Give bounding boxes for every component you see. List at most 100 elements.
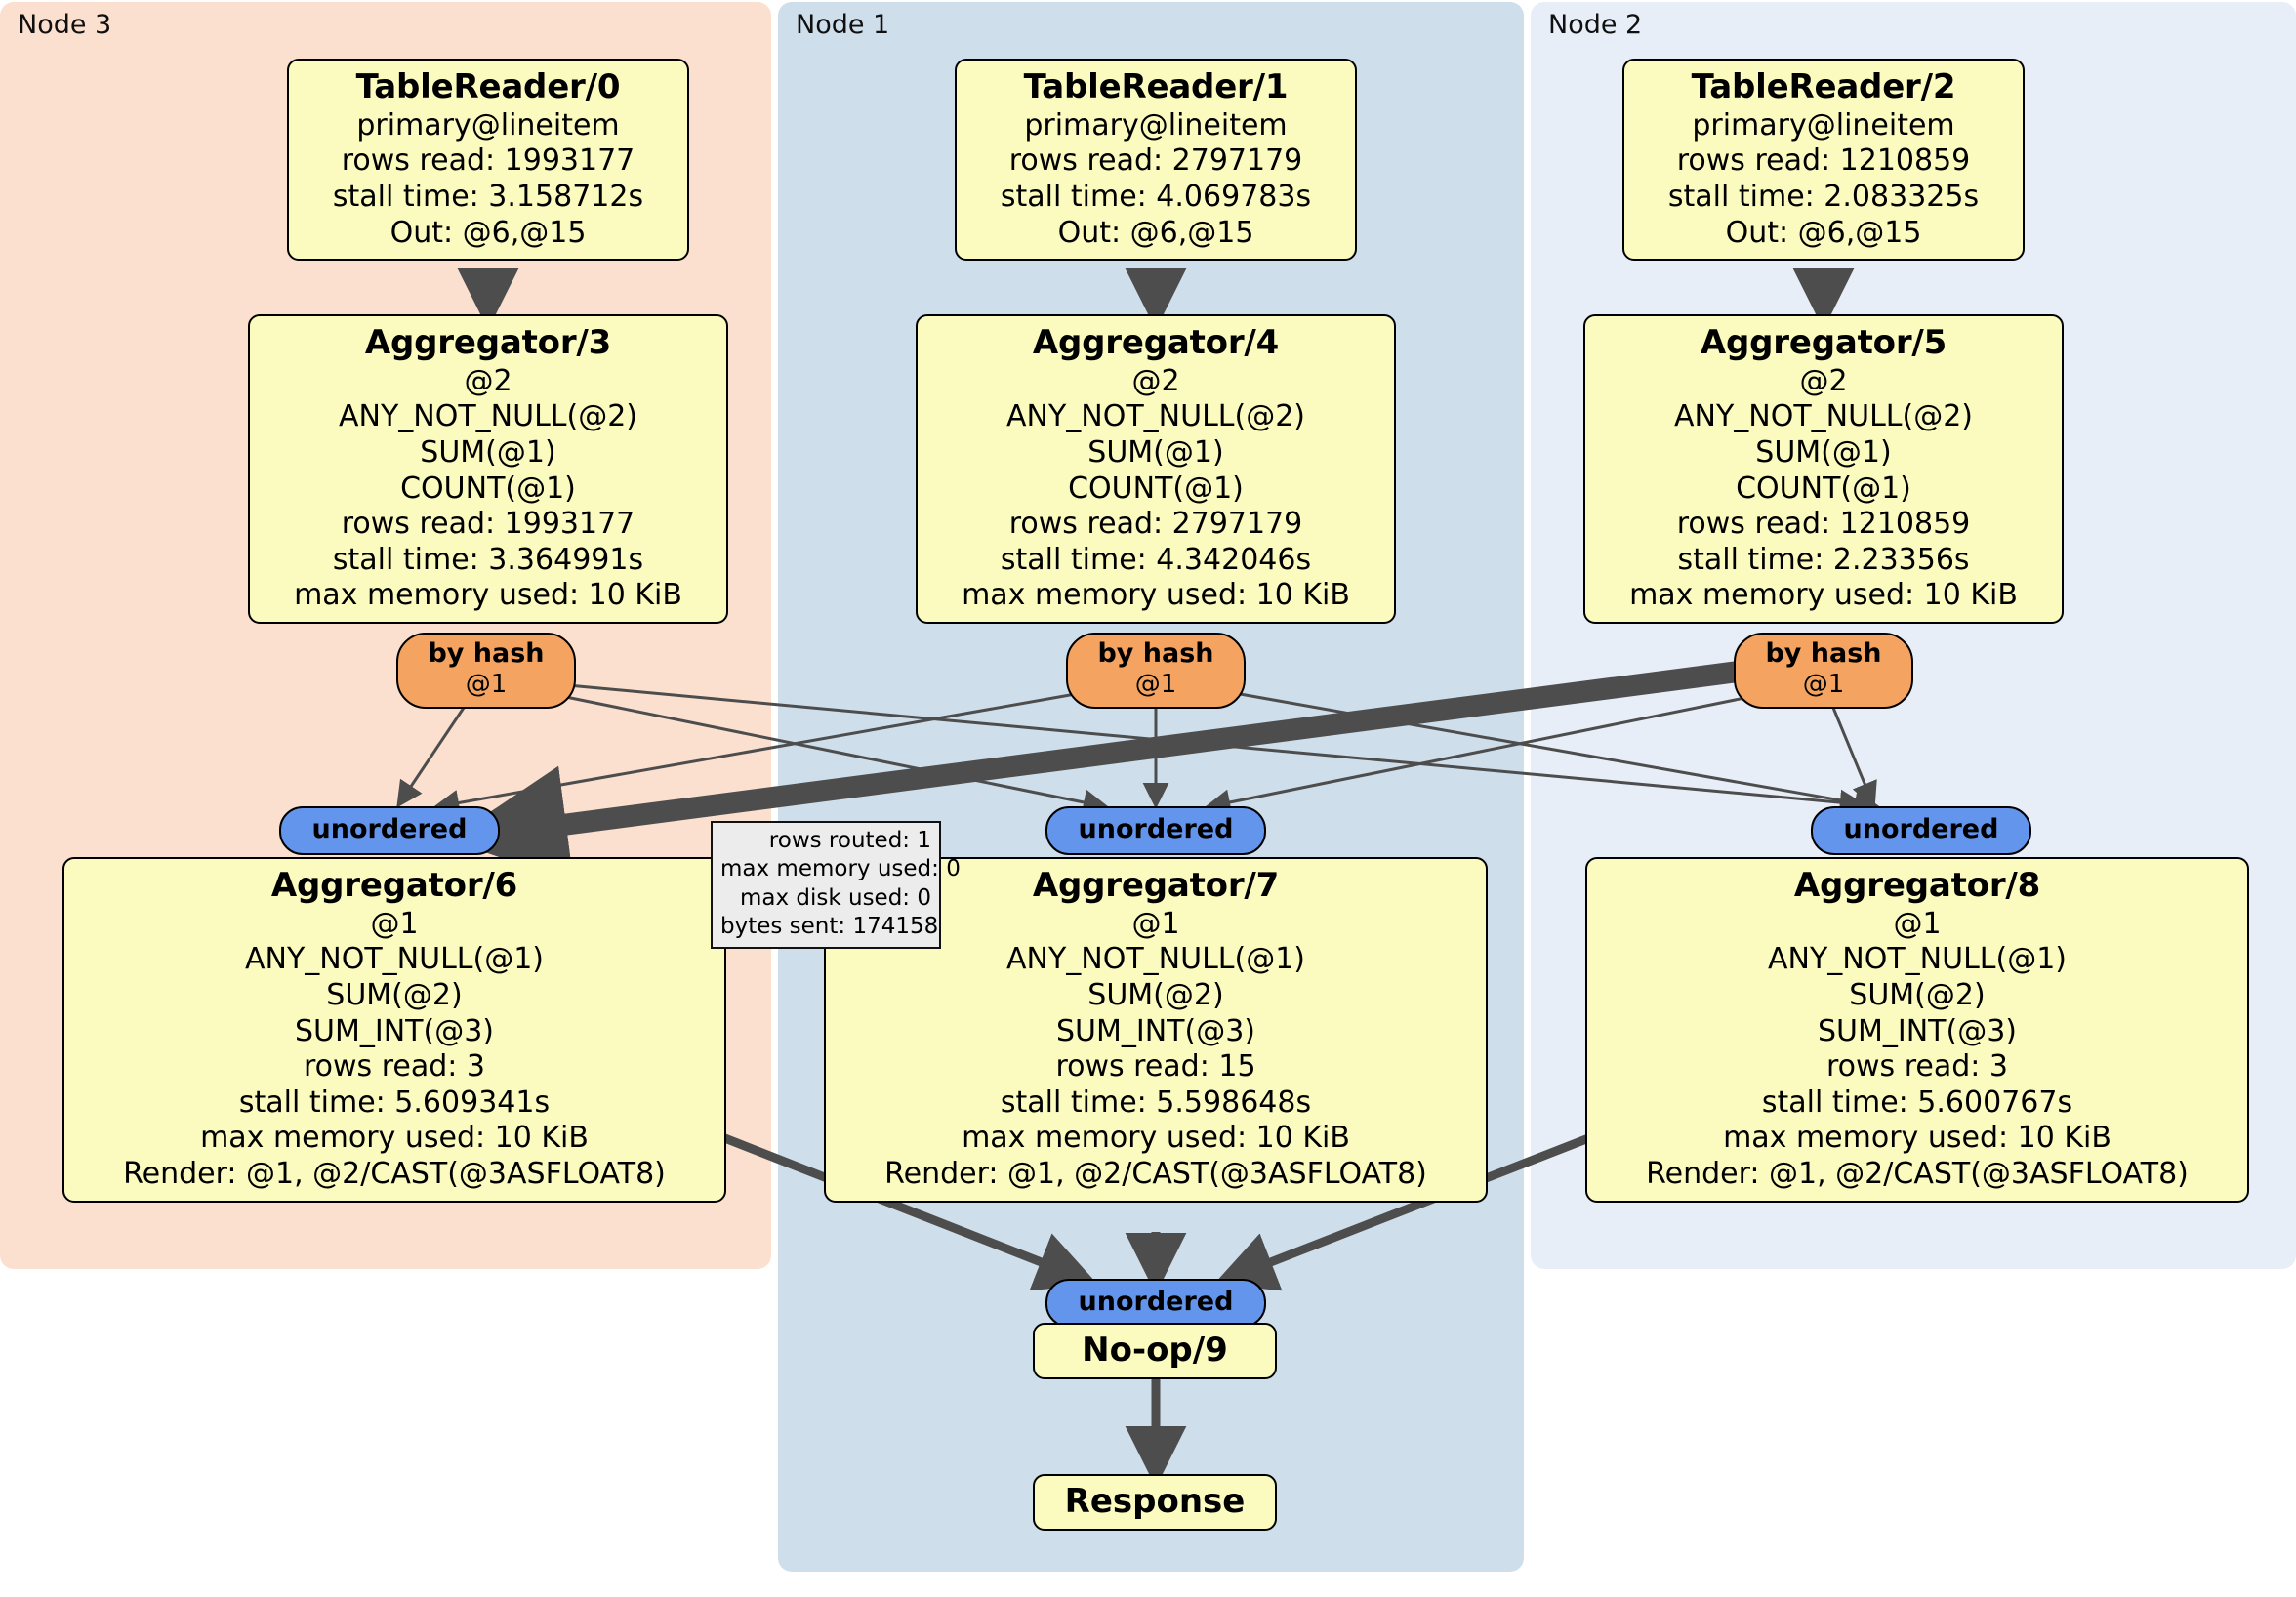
processor-detail-max-memory: max memory used: 10 KiB bbox=[1629, 578, 2018, 613]
stat-max-memory-used: max memory used: 0 bbox=[720, 856, 961, 882]
processor-detail-rows-read: rows read: 2797179 bbox=[1008, 143, 1303, 179]
processor-detail-agg-2: SUM(@2) bbox=[1849, 978, 1986, 1013]
processor-detail-agg-3: COUNT(@1) bbox=[1736, 471, 1911, 506]
processor-detail-agg-3: COUNT(@1) bbox=[400, 471, 576, 506]
processor-aggregator-4[interactable]: Aggregator/4 @2 ANY_NOT_NULL(@2) SUM(@1)… bbox=[916, 314, 1396, 624]
processor-detail-rows-read: rows read: 1210859 bbox=[1676, 143, 1971, 179]
processor-title: Aggregator/6 bbox=[270, 866, 518, 905]
processor-aggregator-3[interactable]: Aggregator/3 @2 ANY_NOT_NULL(@2) SUM(@1)… bbox=[248, 314, 728, 624]
processor-aggregator-5[interactable]: Aggregator/5 @2 ANY_NOT_NULL(@2) SUM(@1)… bbox=[1583, 314, 2064, 624]
processor-detail-stall-time: stall time: 4.069783s bbox=[1000, 180, 1312, 215]
processor-detail-agg-3: COUNT(@1) bbox=[1068, 471, 1244, 506]
cluster-label-node-1: Node 1 bbox=[796, 10, 890, 40]
router-by-hash-node-3[interactable]: by hash @1 bbox=[396, 633, 576, 709]
response-label: Response bbox=[1064, 1482, 1246, 1521]
processor-detail-agg-1: ANY_NOT_NULL(@2) bbox=[339, 399, 637, 434]
synchronizer-label: unordered bbox=[1078, 1287, 1234, 1317]
processor-detail-stall-time: stall time: 3.158712s bbox=[332, 180, 644, 215]
processor-detail-max-memory: max memory used: 10 KiB bbox=[200, 1121, 589, 1156]
processor-detail-agg-2: SUM(@1) bbox=[420, 435, 556, 471]
processor-detail-table: primary@lineitem bbox=[1692, 107, 1955, 143]
processor-title: TableReader/2 bbox=[1691, 67, 1956, 106]
processor-detail-rows-read: rows read: 15 bbox=[1055, 1049, 1256, 1085]
processor-detail-max-memory: max memory used: 10 KiB bbox=[962, 1121, 1350, 1156]
processor-title: Aggregator/8 bbox=[1793, 866, 2041, 905]
synchronizer-label: unordered bbox=[311, 814, 468, 844]
router-column: @1 bbox=[465, 670, 508, 700]
processor-detail-agg-1: ANY_NOT_NULL(@2) bbox=[1674, 399, 1973, 434]
processor-tablereader-1[interactable]: TableReader/1 primary@lineitem rows read… bbox=[955, 59, 1357, 262]
stat-bytes-sent: bytes sent: 174158 bbox=[720, 914, 939, 940]
processor-detail-rows-read: rows read: 1993177 bbox=[341, 143, 636, 179]
stat-max-disk-used: max disk used: 0 bbox=[739, 884, 931, 911]
processor-title: Aggregator/3 bbox=[364, 323, 612, 362]
processor-detail-group: @1 bbox=[370, 906, 419, 941]
processor-detail-rows-read: rows read: 3 bbox=[303, 1049, 486, 1085]
synchronizer-unordered-node-3[interactable]: unordered bbox=[279, 806, 500, 856]
processor-detail-stall-time: stall time: 5.609341s bbox=[238, 1085, 551, 1120]
processor-detail-group: @1 bbox=[1893, 906, 1942, 941]
processor-detail-agg-3: SUM_INT(@3) bbox=[1818, 1013, 2017, 1048]
processor-detail-max-memory: max memory used: 10 KiB bbox=[294, 578, 682, 613]
processor-title: TableReader/0 bbox=[355, 67, 621, 106]
processor-detail-rows-read: rows read: 3 bbox=[1825, 1049, 2009, 1085]
processor-detail-agg-2: SUM(@2) bbox=[326, 978, 463, 1013]
synchronizer-unordered-final[interactable]: unordered bbox=[1046, 1279, 1266, 1329]
no-op-label: No-op/9 bbox=[1082, 1331, 1228, 1370]
processor-detail-stall-time: stall time: 2.23356s bbox=[1677, 542, 1970, 577]
processor-detail-agg-3: SUM_INT(@3) bbox=[1056, 1013, 1255, 1048]
processor-detail-table: primary@lineitem bbox=[356, 107, 620, 143]
stream-stats-tooltip: rows routed: 1 max memory used: 0 max di… bbox=[711, 821, 961, 949]
processor-detail-stall-time: stall time: 3.364991s bbox=[332, 542, 644, 577]
processor-tablereader-2[interactable]: TableReader/2 primary@lineitem rows read… bbox=[1622, 59, 2025, 262]
processor-title: Aggregator/5 bbox=[1700, 323, 1948, 362]
processor-detail-agg-1: ANY_NOT_NULL(@1) bbox=[1768, 942, 2067, 977]
processor-aggregator-8[interactable]: Aggregator/8 @1 ANY_NOT_NULL(@1) SUM(@2)… bbox=[1585, 857, 2249, 1203]
processor-detail-group: @1 bbox=[1131, 906, 1180, 941]
synchronizer-label: unordered bbox=[1078, 814, 1234, 844]
router-label: by hash bbox=[1097, 638, 1214, 669]
processor-detail-agg-2: SUM(@1) bbox=[1087, 435, 1224, 471]
processor-detail-out: Out: @6,@15 bbox=[1057, 215, 1254, 250]
processor-detail-agg-1: ANY_NOT_NULL(@1) bbox=[1006, 942, 1305, 977]
cluster-label-node-2: Node 2 bbox=[1548, 10, 1643, 40]
cluster-label-node-3: Node 3 bbox=[18, 10, 112, 40]
processor-detail-table: primary@lineitem bbox=[1024, 107, 1288, 143]
processor-detail-stall-time: stall time: 2.083325s bbox=[1667, 180, 1980, 215]
processor-title: Aggregator/7 bbox=[1032, 866, 1280, 905]
processor-detail-rows-read: rows read: 1210859 bbox=[1676, 507, 1971, 542]
processor-detail-agg-1: ANY_NOT_NULL(@1) bbox=[245, 942, 544, 977]
processor-detail-render: Render: @1, @2/CAST(@3ASFLOAT8) bbox=[884, 1156, 1427, 1191]
processor-detail-group: @2 bbox=[464, 363, 512, 398]
processor-detail-agg-2: SUM(@2) bbox=[1087, 978, 1224, 1013]
processor-aggregator-6[interactable]: Aggregator/6 @1 ANY_NOT_NULL(@1) SUM(@2)… bbox=[62, 857, 726, 1203]
processor-detail-agg-3: SUM_INT(@3) bbox=[295, 1013, 494, 1048]
processor-detail-out: Out: @6,@15 bbox=[1725, 215, 1922, 250]
stat-rows-routed: rows routed: 1 bbox=[768, 828, 931, 853]
router-label: by hash bbox=[1765, 638, 1882, 669]
processor-detail-max-memory: max memory used: 10 KiB bbox=[962, 578, 1350, 613]
processor-detail-max-memory: max memory used: 10 KiB bbox=[1723, 1121, 2112, 1156]
processor-detail-rows-read: rows read: 1993177 bbox=[341, 507, 636, 542]
router-by-hash-node-1[interactable]: by hash @1 bbox=[1066, 633, 1246, 709]
processor-title: Aggregator/4 bbox=[1032, 323, 1280, 362]
synchronizer-label: unordered bbox=[1843, 814, 1999, 844]
router-by-hash-node-2[interactable]: by hash @1 bbox=[1734, 633, 1913, 709]
router-column: @1 bbox=[1802, 670, 1845, 700]
synchronizer-unordered-node-1[interactable]: unordered bbox=[1046, 806, 1266, 856]
processor-detail-out: Out: @6,@15 bbox=[390, 215, 587, 250]
processor-tablereader-0[interactable]: TableReader/0 primary@lineitem rows read… bbox=[287, 59, 689, 262]
processor-aggregator-7[interactable]: Aggregator/7 @1 ANY_NOT_NULL(@1) SUM(@2)… bbox=[824, 857, 1488, 1203]
processor-detail-stall-time: stall time: 4.342046s bbox=[1000, 542, 1312, 577]
processor-detail-agg-2: SUM(@1) bbox=[1755, 435, 1892, 471]
processor-detail-rows-read: rows read: 2797179 bbox=[1008, 507, 1303, 542]
processor-detail-stall-time: stall time: 5.598648s bbox=[1000, 1085, 1312, 1120]
processor-response[interactable]: Response bbox=[1033, 1474, 1277, 1531]
processor-detail-stall-time: stall time: 5.600767s bbox=[1761, 1085, 2073, 1120]
processor-title: TableReader/1 bbox=[1023, 67, 1289, 106]
synchronizer-unordered-node-2[interactable]: unordered bbox=[1811, 806, 2031, 856]
processor-no-op-9[interactable]: No-op/9 bbox=[1033, 1323, 1277, 1379]
processor-detail-render: Render: @1, @2/CAST(@3ASFLOAT8) bbox=[1646, 1156, 2189, 1191]
processor-detail-agg-1: ANY_NOT_NULL(@2) bbox=[1006, 399, 1305, 434]
